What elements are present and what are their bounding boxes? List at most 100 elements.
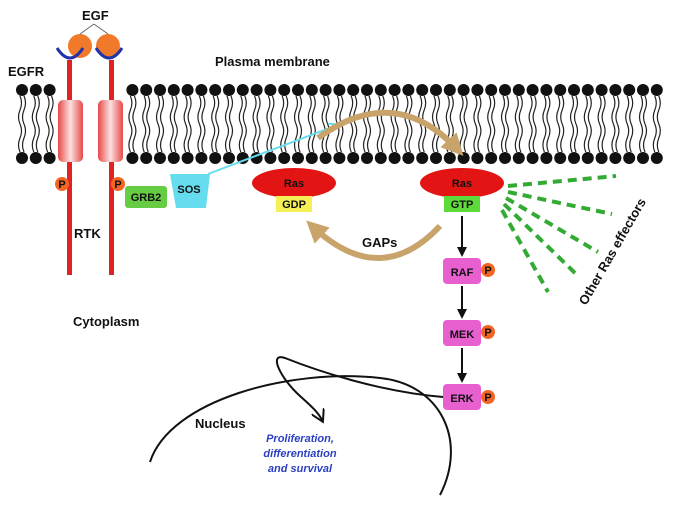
lipid-head-outer xyxy=(167,84,180,96)
lipid-tail xyxy=(518,95,523,125)
lipid-head-inner xyxy=(568,152,580,164)
lipid-tail xyxy=(35,123,40,153)
lipid-tail xyxy=(642,95,648,125)
sos-label: SOS xyxy=(177,184,200,196)
lipid-head-outer xyxy=(236,84,249,96)
lipid-head-outer xyxy=(554,84,567,96)
lipid-tail xyxy=(224,95,230,125)
lipid-head-outer xyxy=(181,84,194,96)
lipid-tail xyxy=(224,123,230,153)
lipid-tail xyxy=(528,123,533,153)
lipid-tail xyxy=(215,95,220,125)
lipid-head-outer xyxy=(581,84,594,96)
lipid-head-inner xyxy=(512,152,525,164)
lipid-head-inner xyxy=(209,152,222,164)
lipid-head-inner xyxy=(223,152,235,164)
lipid-tail xyxy=(638,123,644,153)
lipid-tail xyxy=(587,95,592,125)
lipid-tail xyxy=(142,123,147,153)
lipid-tail xyxy=(376,123,381,153)
gtp-box xyxy=(444,196,480,212)
lipid-tail xyxy=(569,95,575,125)
lipid-tail xyxy=(473,95,478,125)
lipid-tail xyxy=(252,95,257,125)
lipid-tail xyxy=(252,123,257,153)
lipid-tail xyxy=(390,123,395,153)
lipid-tail xyxy=(335,95,340,125)
lipid-tail xyxy=(169,95,174,125)
lipid-tail xyxy=(293,123,299,153)
lipid-head-outer xyxy=(650,84,663,96)
lipid-tail xyxy=(487,95,492,125)
lipid-tail xyxy=(418,123,423,153)
lipid-tail xyxy=(514,123,519,153)
lipid-head-outer xyxy=(29,84,42,96)
phospho-label: P xyxy=(58,179,65,191)
outcome-line-2: differentiation xyxy=(263,448,336,460)
lipid-tail xyxy=(266,95,271,125)
lipid-head-inner xyxy=(333,152,346,164)
lipid-head-inner xyxy=(16,152,28,164)
lipid-tail xyxy=(546,95,551,125)
lipid-tail xyxy=(339,95,344,125)
lipid-head-inner xyxy=(167,152,180,164)
phospho-label: P xyxy=(484,265,491,277)
lipid-tail xyxy=(514,95,519,125)
outcome-line-3: and survival xyxy=(268,463,333,475)
lipid-tail xyxy=(187,95,192,125)
lipid-head-outer xyxy=(568,84,580,96)
lipid-tail xyxy=(215,123,220,153)
lipid-tail xyxy=(242,123,247,153)
lipid-head-outer xyxy=(333,84,346,96)
lipid-head-inner xyxy=(457,152,470,164)
lipid-tail xyxy=(629,123,634,153)
lipid-tail xyxy=(504,95,510,125)
lipid-tail xyxy=(280,123,285,153)
lipid-tail xyxy=(583,95,588,125)
lipid-tail xyxy=(542,123,547,153)
lipid-tail xyxy=(284,95,289,125)
lipid-tail xyxy=(159,123,165,153)
lipid-tail xyxy=(128,123,133,153)
erk-box xyxy=(443,384,481,410)
lipid-tail xyxy=(270,95,275,125)
lipid-tail xyxy=(611,95,616,125)
lipid-tail xyxy=(211,95,216,125)
lipid-tail xyxy=(556,95,561,125)
lipid-head-inner xyxy=(29,152,42,164)
lipid-tail xyxy=(556,123,561,153)
lipid-tail xyxy=(270,123,275,153)
egf-ligand-left xyxy=(68,34,92,58)
lipid-tail xyxy=(560,95,565,125)
lipid-tail xyxy=(280,95,285,125)
lipid-tail xyxy=(463,95,468,125)
lipid-tail xyxy=(155,123,161,153)
cytoplasm-label: Cytoplasm xyxy=(73,314,139,329)
outcome-line-1: Proliferation, xyxy=(266,433,334,445)
lipid-tail xyxy=(183,95,188,125)
lipid-tail xyxy=(321,95,326,125)
mek-label: MEK xyxy=(450,329,475,341)
gdp-box xyxy=(276,196,312,212)
gaps-label: GAPs xyxy=(362,235,397,250)
lipid-tail xyxy=(611,123,616,153)
lipid-head-inner xyxy=(43,152,56,164)
lipid-head-outer xyxy=(209,84,222,96)
lipid-tail xyxy=(31,123,36,153)
egf-label: EGF xyxy=(82,8,109,23)
lipid-tail xyxy=(238,95,243,125)
lipid-head-inner xyxy=(485,152,498,164)
lipid-tail xyxy=(266,123,271,153)
lipid-head-inner xyxy=(637,152,649,164)
lipid-tail xyxy=(532,95,537,125)
lipid-tail xyxy=(597,95,602,125)
lipid-head-outer xyxy=(623,84,636,96)
lipid-head-inner xyxy=(319,152,332,164)
lipid-tail xyxy=(573,123,579,153)
raf-phospho-badge xyxy=(481,263,495,277)
lipid-tail xyxy=(128,95,133,125)
lipid-head-inner xyxy=(430,152,442,164)
phospho-badge xyxy=(55,177,69,191)
lipid-tail xyxy=(45,123,50,153)
lipid-head-inner xyxy=(181,152,194,164)
